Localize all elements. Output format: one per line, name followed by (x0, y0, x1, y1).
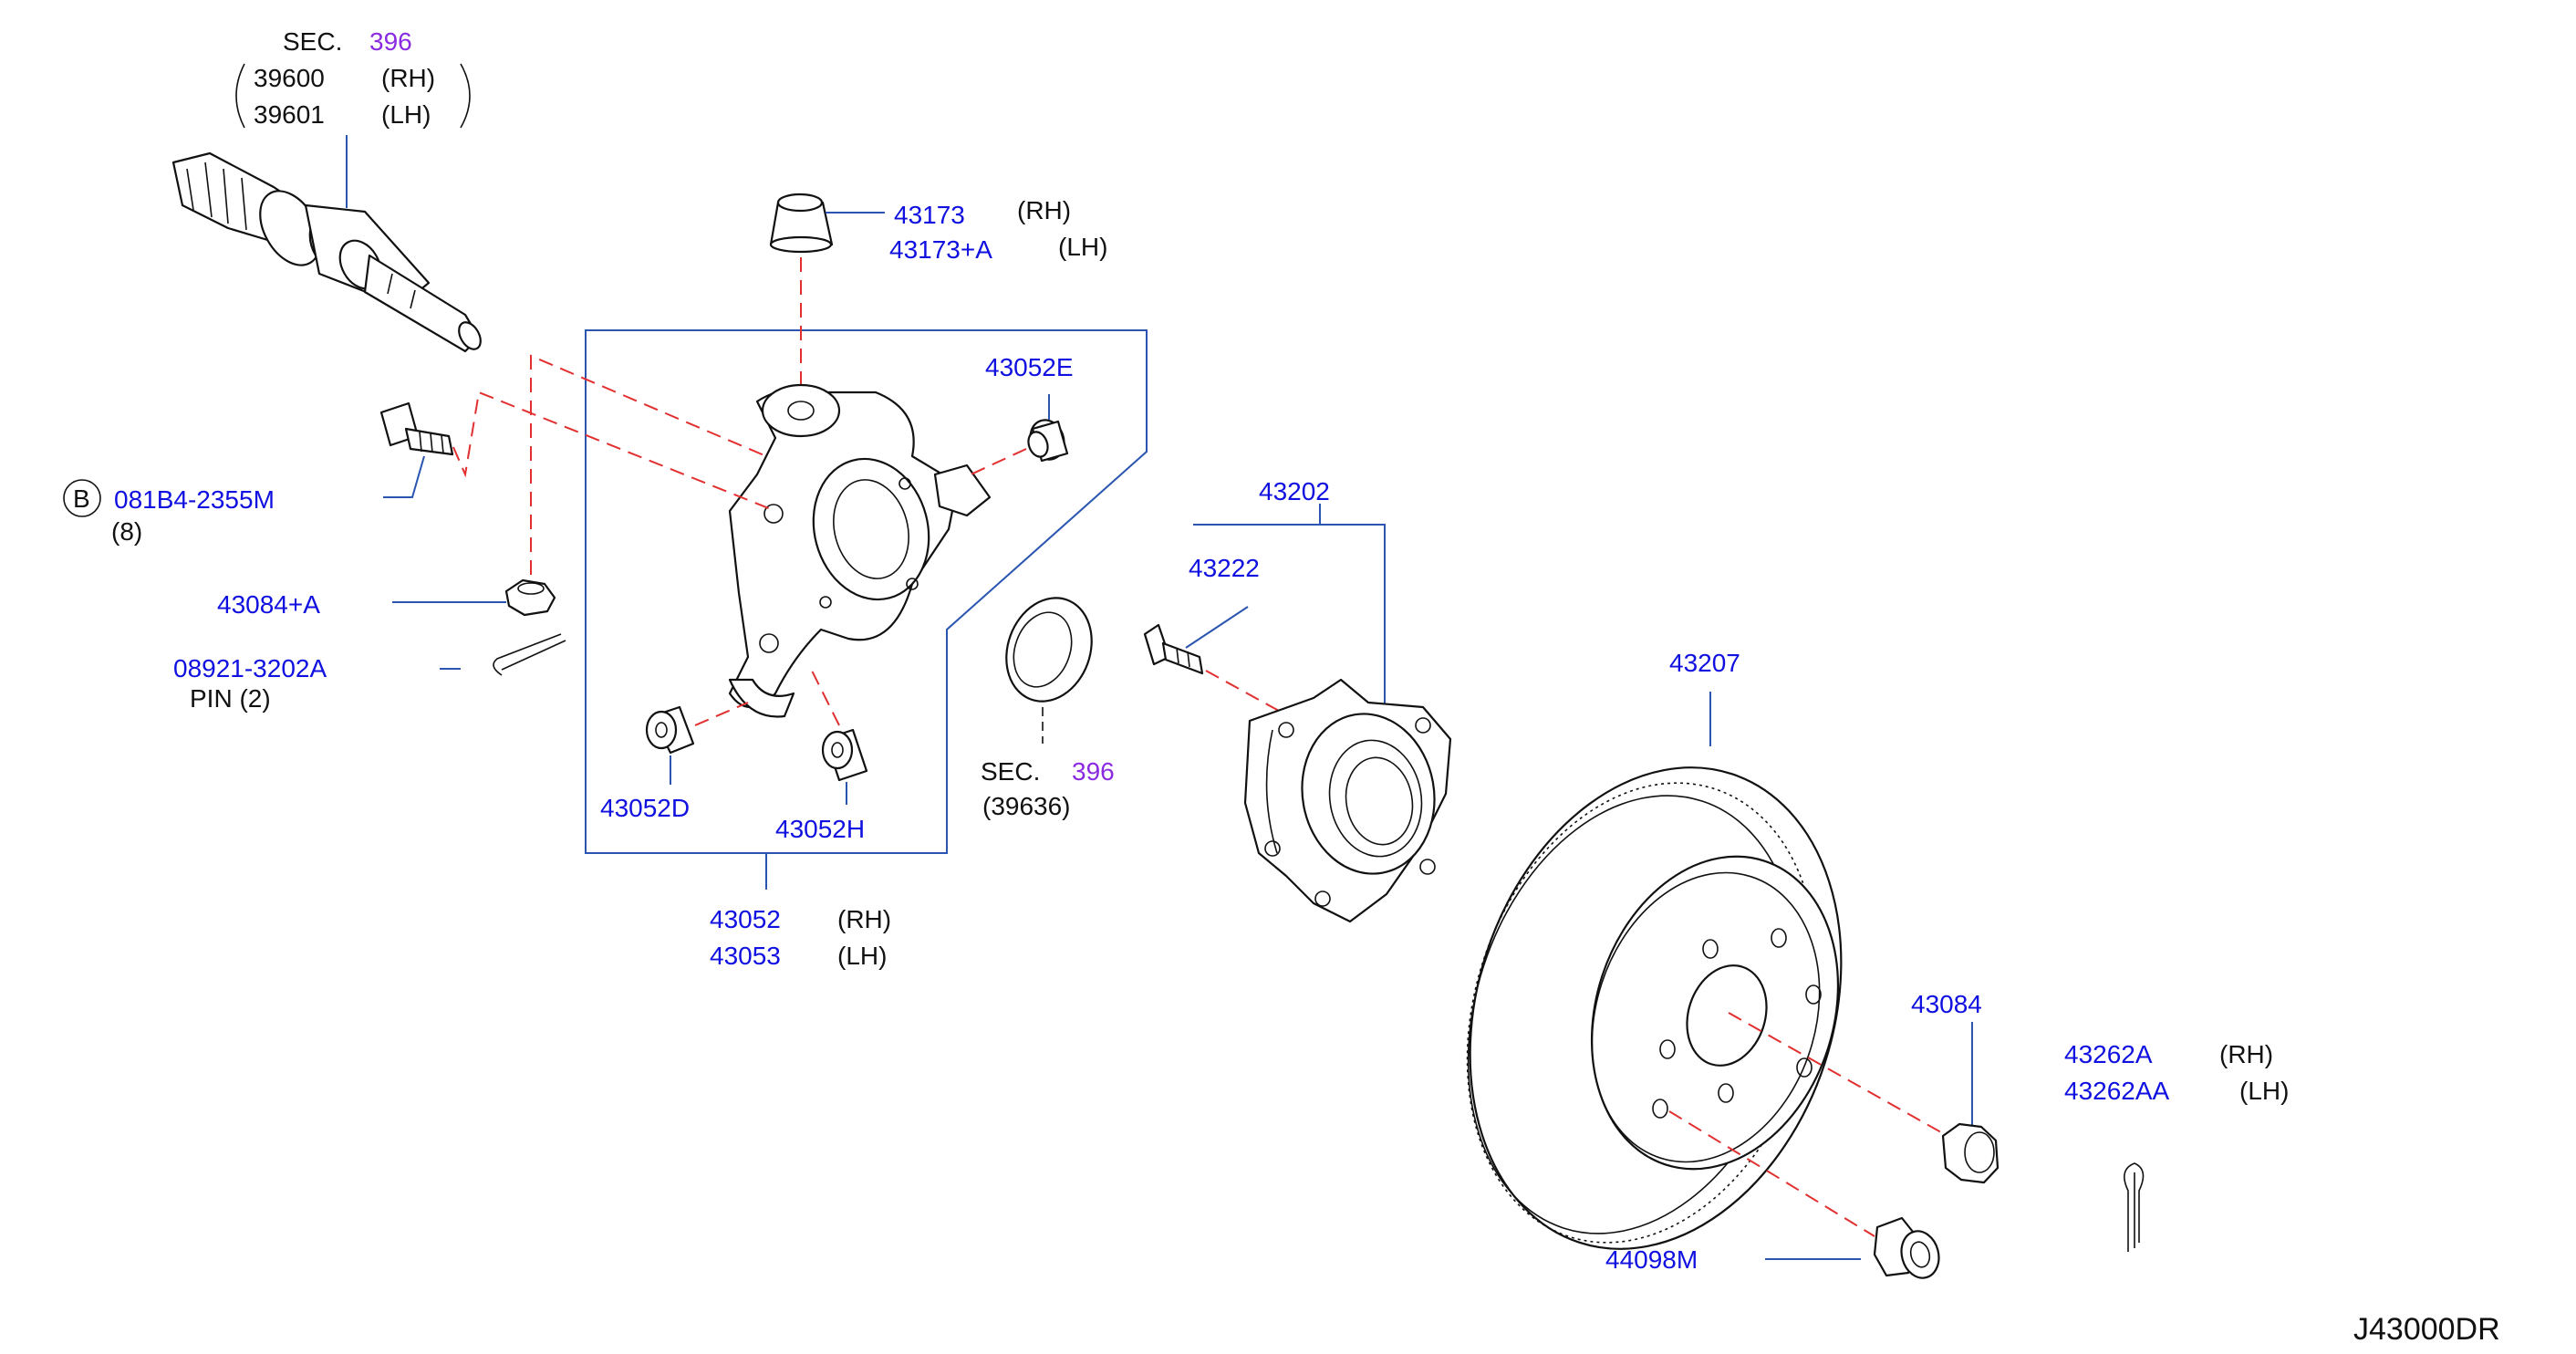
drive-shaft-part-lh: 39601 (254, 100, 325, 129)
knuckle-part-rh[interactable]: 43052 (710, 905, 781, 933)
seal-sec-label: SEC. (981, 757, 1040, 786)
drive-shaft-rh-tag: (RH) (381, 64, 435, 92)
bushing-h-part[interactable]: 43052H (775, 815, 865, 843)
bushing-e-dashed-guide (966, 448, 1027, 477)
drive-shaft-bracket-right (460, 63, 471, 129)
cotter-rh-tag: (RH) (2219, 1040, 2273, 1068)
bolt-marker-letter: B (73, 484, 90, 513)
hub-bolt-illustration (1143, 623, 1204, 675)
bolt-leader (383, 455, 425, 498)
nut-a-illustration (504, 578, 556, 617)
bushing-e-illustration (1027, 419, 1069, 463)
hub-assy-part[interactable]: 43202 (1259, 477, 1330, 505)
hub-bolt-part[interactable]: 43222 (1189, 554, 1260, 582)
pin-desc: PIN (2) (190, 684, 271, 713)
knuckle-rh-tag: (RH) (837, 905, 891, 933)
pin-illustration (493, 633, 566, 676)
bushing-e-part[interactable]: 43052E (985, 353, 1074, 381)
bolt-qty: (8) (111, 517, 142, 546)
bolt-dashed-guide (452, 391, 776, 512)
seal-illustration (1005, 597, 1093, 703)
bushing-d-illustration (645, 705, 695, 755)
drive-shaft-sec-label: SEC. (283, 27, 342, 56)
drive-shaft-part-rh: 39600 (254, 64, 325, 92)
bushing-d-part[interactable]: 43052D (600, 794, 690, 822)
drive-shaft-bracket-left (235, 63, 245, 129)
cap-illustration (769, 193, 834, 254)
cap-part-lh[interactable]: 43173+A (889, 235, 992, 264)
drive-shaft-sec-number[interactable]: 396 (369, 27, 412, 56)
wheel-nut-part[interactable]: 43084 (1911, 990, 1982, 1018)
drive-shaft-lh-tag: (LH) (381, 100, 431, 129)
cap-lh-tag: (LH) (1058, 233, 1107, 261)
bushing-h-dashed-guide (811, 670, 840, 726)
bushing-h-illustration (821, 728, 868, 782)
bushing-d-dashed-guide (694, 702, 749, 726)
drive-shaft-illustration (171, 151, 482, 353)
rotor-illustration (1466, 766, 1843, 1250)
plug-part[interactable]: 44098M (1605, 1245, 1698, 1274)
cap-part-rh[interactable]: 43173 (894, 201, 965, 229)
knuckle-group-box (585, 329, 1148, 854)
pin-part[interactable]: 08921-3202A (173, 654, 327, 682)
cap-rh-tag: (RH) (1017, 196, 1071, 224)
bolt-part[interactable]: 081B4-2355M (114, 485, 275, 514)
drawing-code: J43000DR (2353, 1312, 2500, 1347)
hub-assy-bracket (1193, 524, 1386, 712)
hub-bolt-leader (1185, 606, 1249, 649)
seal-sec-number[interactable]: 396 (1072, 757, 1115, 786)
knuckle-illustration (728, 383, 992, 718)
wheel-nut-dashed-guide (1728, 1012, 1948, 1137)
plug-dashed-guide (1668, 1110, 1875, 1237)
plug-illustration (1873, 1216, 1940, 1279)
wheel-nut-illustration (1941, 1122, 2000, 1184)
knuckle-lh-tag: (LH) (837, 942, 887, 970)
cotter-part-lh[interactable]: 43262AA (2064, 1077, 2170, 1105)
bolt-illustration (379, 401, 454, 456)
cotter-pin-illustration (2124, 1162, 2145, 1252)
cotter-lh-tag: (LH) (2239, 1077, 2289, 1105)
nut-a-dashed-guide (530, 354, 767, 575)
rotor-part[interactable]: 43207 (1669, 649, 1740, 677)
seal-part: (39636) (982, 792, 1071, 820)
nut-a-part[interactable]: 43084+A (217, 590, 320, 619)
bolt-marker-circle (63, 479, 101, 517)
cotter-part-rh[interactable]: 43262A (2064, 1040, 2153, 1068)
hub-illustration (1243, 678, 1452, 923)
knuckle-part-lh[interactable]: 43053 (710, 942, 781, 970)
